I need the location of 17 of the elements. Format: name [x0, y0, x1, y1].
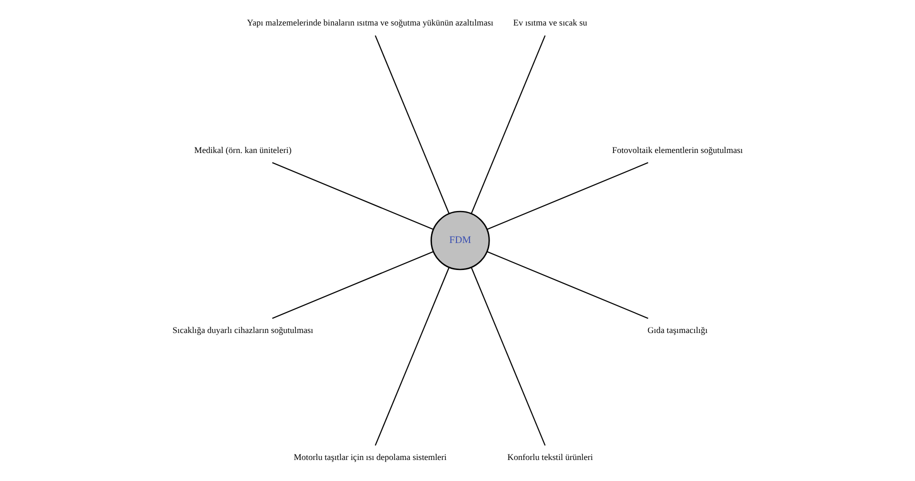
node-text: Motorlu taşıtlar için ısı depolama sistemleri: [294, 452, 447, 462]
connector: [272, 162, 434, 230]
connector: [374, 35, 450, 214]
node-text: Sıcaklığa duyarlı cihazların soğutulması: [172, 324, 314, 335]
node-text: Gıda taşımacılığı: [647, 324, 708, 335]
connector: [470, 35, 546, 214]
connector: [374, 267, 450, 446]
connector: [486, 162, 648, 230]
node-text: Fotovoltaik elementlerin soğutulması: [612, 144, 743, 155]
node-text: Yapı malzemelerinde binaların ısıtma ve soğutma yükünün azaltılması: [247, 17, 494, 28]
connector: [486, 251, 648, 319]
connector: [470, 267, 546, 446]
connector: [272, 251, 434, 319]
node-text: Medikal (örn. kan üniteleri): [194, 144, 292, 155]
node-text: Ev ısıtma ve sıcak su: [513, 17, 588, 28]
node-circle: FDM: [430, 210, 490, 270]
node-text: Konforlu tekstil ürünleri: [507, 452, 593, 462]
